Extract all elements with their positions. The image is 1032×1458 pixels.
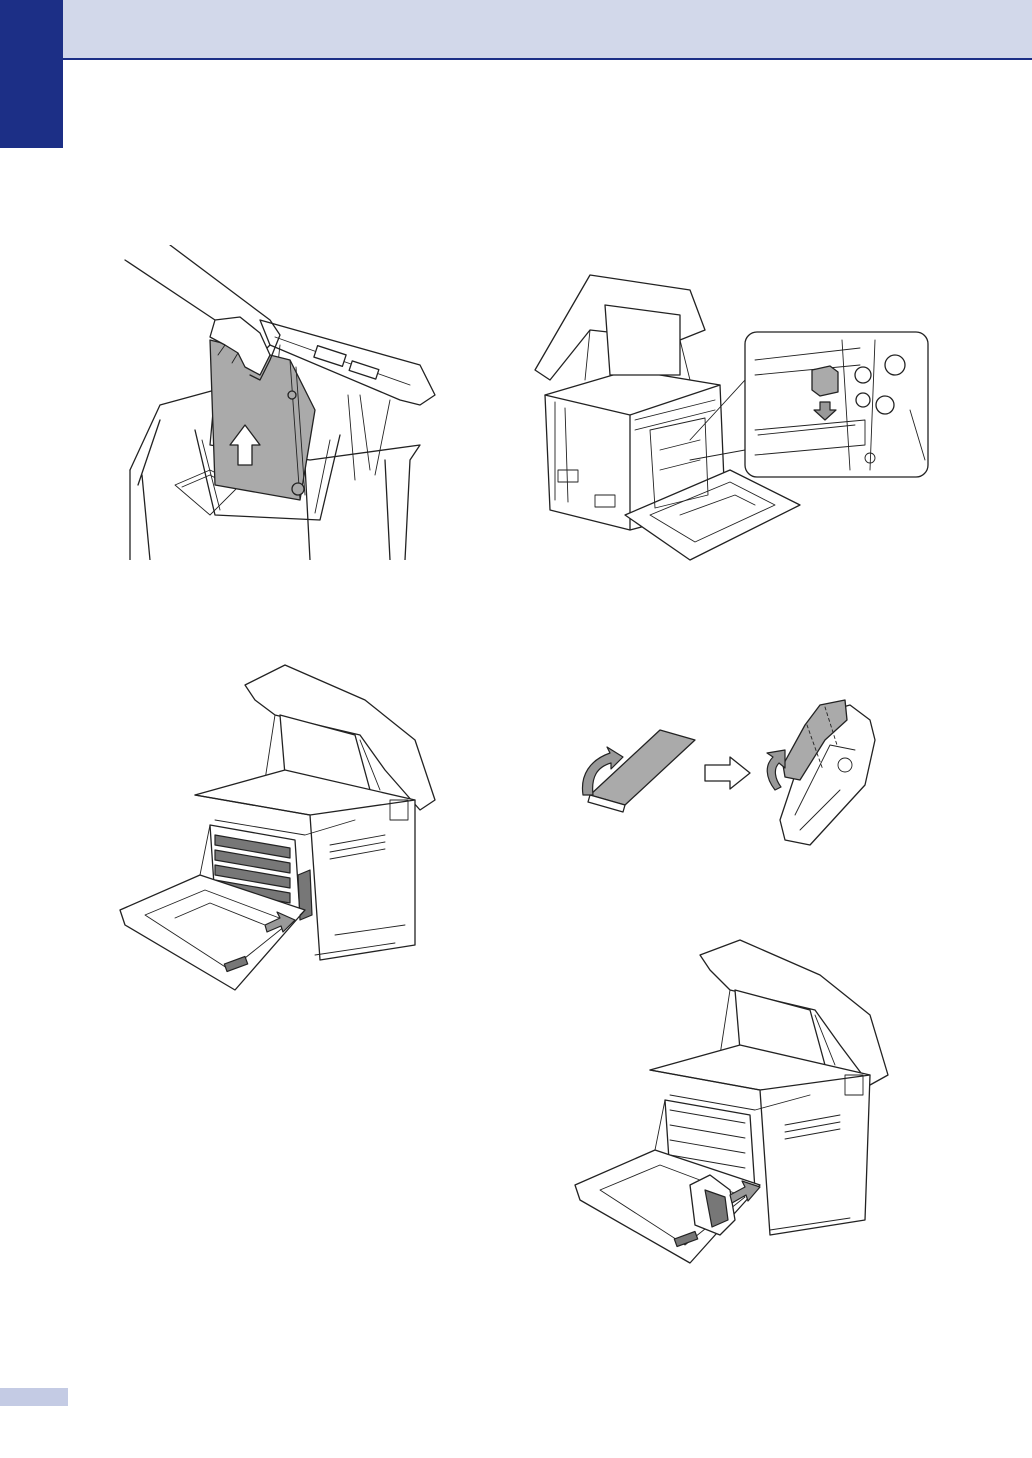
figure-insert-waste-toner-box bbox=[570, 935, 895, 1265]
figure-remove-toner-cartridges bbox=[115, 660, 445, 995]
figure-waste-toner-box-location bbox=[530, 270, 935, 570]
figure-peel-seal-attach bbox=[575, 695, 895, 855]
page-number-tab bbox=[0, 1388, 68, 1406]
figure-remove-belt-unit bbox=[120, 245, 440, 560]
printer-front-cover-open-cartridges-illustration bbox=[115, 660, 445, 995]
printer-insert-waste-box-illustration bbox=[570, 935, 895, 1265]
seal-peel-and-attach-illustration bbox=[575, 695, 895, 855]
chapter-tab bbox=[0, 0, 63, 148]
hand-lifting-belt-unit-illustration bbox=[120, 245, 440, 560]
header-band bbox=[0, 0, 1032, 60]
printer-open-with-detail-inset-illustration bbox=[530, 270, 935, 570]
